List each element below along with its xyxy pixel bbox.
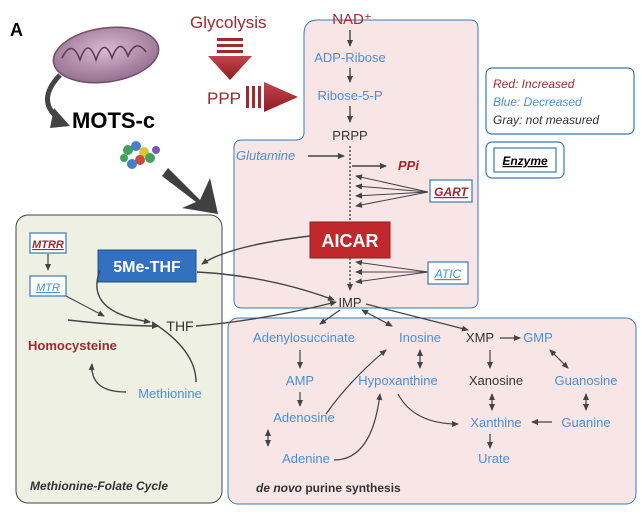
homocysteine-label: Homocysteine [28, 338, 117, 353]
mtrr-box [29, 232, 67, 254]
adenylosuccinate-label: Adenylosuccinate [253, 330, 355, 345]
gart-arrows [355, 174, 429, 208]
adenine-label: Adenine [282, 451, 330, 466]
glutamine-label: Glutamine [236, 148, 295, 163]
purine-salvage-region [227, 317, 637, 505]
amp-label: AMP [286, 373, 314, 388]
enzyme-legend-label: Enzyme [502, 154, 548, 168]
ppi-label: PPi [398, 158, 419, 173]
gart-label: GART [434, 185, 469, 199]
purine-caption-italic: de novo [256, 481, 302, 495]
atic-arrows [355, 259, 429, 285]
adenosine-label: Adenosine [273, 410, 334, 425]
xanthine-label: Xanthine [470, 415, 521, 430]
ppp-label: PPP [207, 89, 241, 108]
purine-synthesis-region [233, 19, 479, 309]
inosine-label: Inosine [399, 330, 441, 345]
folate-cycle-region [15, 214, 223, 504]
atic-box [427, 261, 469, 285]
legend-gray: Gray: not measured [493, 113, 599, 127]
gmp-label: GMP [523, 330, 553, 345]
nad-label: NAD⁺ [332, 11, 372, 28]
legend-box [485, 67, 635, 135]
ribose5p-label: Ribose-5-P [317, 88, 382, 103]
thf5-box [97, 249, 197, 283]
mots-c-label: MOTS-c [72, 108, 155, 133]
thf-label: THF [166, 318, 193, 334]
methionine-label: Methionine [138, 386, 202, 401]
adp-ribose-label: ADP-Ribose [314, 50, 386, 65]
enzyme-legend-inner [493, 147, 557, 173]
purine-caption: de novo purine synthesis [256, 481, 401, 495]
mtrr-label: MTRR [32, 239, 64, 251]
mtr-label: MTR [36, 282, 60, 294]
panel-letter: A [10, 20, 23, 40]
aicar-label: AICAR [322, 231, 379, 251]
imp-label: IMP [338, 295, 361, 310]
glycolysis-arrow [208, 38, 252, 80]
imp-branch-arrows [319, 303, 469, 332]
glycolysis-label: Glycolysis [190, 13, 267, 32]
ppp-arrow [246, 82, 298, 112]
guanosine-label: Guanosine [555, 373, 618, 388]
xanosine-label: Xanosine [469, 373, 523, 388]
urate-label: Urate [478, 451, 510, 466]
folate-caption: Methionine-Folate Cycle [30, 479, 168, 493]
aicar-box [309, 221, 391, 259]
motsc-big-arrow [162, 168, 218, 214]
thf5-label: 5Me-THF [113, 259, 181, 276]
atic-label: ATIC [434, 267, 462, 281]
mots-c-peptide-icon [120, 141, 160, 169]
prpp-label: PRPP [332, 128, 367, 143]
folate-cycle-arrows [67, 235, 337, 393]
xmp-label: XMP [466, 330, 494, 345]
gart-box [429, 179, 473, 203]
mtr-box [29, 275, 67, 297]
mitochondrion-icon [52, 26, 160, 84]
legend-blue: Blue: Decreased [493, 95, 582, 109]
purine-caption-rest: purine synthesis [302, 481, 401, 495]
mito-to-motsc-arrowhead [50, 108, 70, 128]
legend-red: Red: Increased [493, 77, 575, 91]
hypoxanthine-label: Hypoxanthine [358, 373, 438, 388]
guanine-label: Guanine [561, 415, 610, 430]
